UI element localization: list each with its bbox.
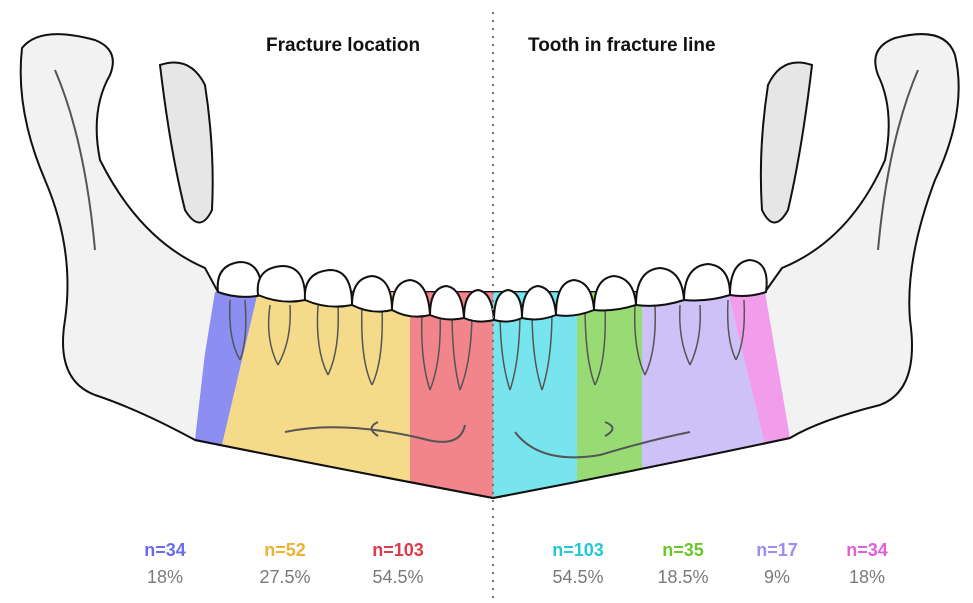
region-right-1 [493,292,577,500]
stat-left-3-pct: 54.5% [343,567,453,588]
stat-left-3: n=103 54.5% [343,540,453,588]
stat-left-3-n: n=103 [343,540,453,561]
region-right-2 [577,292,642,500]
stat-right-1-pct: 54.5% [523,567,633,588]
stat-right-4: n=34 18% [812,540,922,588]
stat-left-1: n=34 18% [110,540,220,588]
stat-right-1-n: n=103 [523,540,633,561]
stat-right-4-n: n=34 [812,540,922,561]
stat-left-2: n=52 27.5% [230,540,340,588]
stat-left-2-n: n=52 [230,540,340,561]
stat-left-1-n: n=34 [110,540,220,561]
stat-right-4-pct: 18% [812,567,922,588]
stat-left-1-pct: 18% [110,567,220,588]
stat-left-2-pct: 27.5% [230,567,340,588]
stat-right-1: n=103 54.5% [523,540,633,588]
left-coronoid [160,63,213,223]
right-coronoid [761,63,812,223]
